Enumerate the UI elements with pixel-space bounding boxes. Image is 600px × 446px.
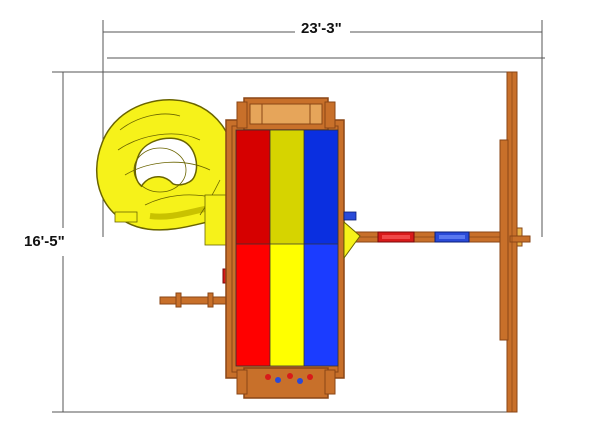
width-dimension-label: 23'-3" [297, 21, 346, 36]
side-ladder [159, 268, 234, 308]
swing-seat-red [377, 231, 415, 243]
tube-slide [96, 99, 256, 246]
swing-beam [339, 227, 523, 247]
canopy-roof [235, 129, 339, 367]
top-dimension-line [102, 20, 545, 237]
swing-seat-blue [434, 231, 470, 243]
a-frame [499, 71, 531, 413]
height-dimension-label: 16'-5" [22, 232, 67, 251]
left-dimension-line [52, 71, 515, 413]
